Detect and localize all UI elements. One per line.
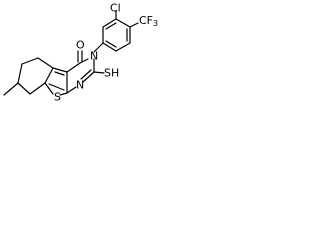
bond-ar5-ar6-inner bbox=[105, 40, 117, 48]
bond-c8-c8a bbox=[29, 82, 46, 95]
bond-ar2-ar3 bbox=[115, 18, 131, 28]
bond-c8a-c7a-inner bbox=[48, 83, 65, 91]
bond-ar1-ar2-inner bbox=[105, 22, 117, 30]
bond-c3a-c3b bbox=[52, 67, 68, 73]
bond-c2-sh bbox=[93, 71, 105, 74]
bonds bbox=[3, 10, 139, 96]
bond-c3a-c3b-double bbox=[54, 71, 65, 76]
bond-s-c7a bbox=[59, 92, 68, 96]
bond-c5-c6 bbox=[21, 57, 39, 65]
bond-ar6-n3 bbox=[93, 42, 104, 53]
bond-ar5-ar6 bbox=[102, 42, 117, 52]
chlorine-label: Cl bbox=[110, 2, 121, 15]
bond-c3b-c8a bbox=[44, 67, 54, 84]
bond-ar3-cf3 bbox=[129, 22, 139, 28]
nitrogen-n3-label: N bbox=[90, 50, 98, 63]
bond-c6-c7 bbox=[17, 63, 23, 84]
atom-labels: Cl CF3 O N SH N S bbox=[54, 2, 158, 104]
bond-c2-n1 bbox=[82, 71, 95, 83]
bond-c4-n3 bbox=[79, 58, 89, 64]
oxygen-label: O bbox=[76, 39, 85, 52]
bond-c3b-c5 bbox=[37, 57, 54, 69]
bond-ar1-ar2 bbox=[102, 18, 117, 28]
bond-c7-c8 bbox=[17, 82, 31, 95]
trifluoromethyl-subscript: 3 bbox=[153, 19, 158, 28]
thiol-label: SH bbox=[104, 67, 119, 80]
sulfur-thiophene-label: S bbox=[54, 91, 61, 104]
bond-c3a-c4 bbox=[66, 62, 81, 73]
chemical-structure-diagram: Cl CF3 O N SH N S bbox=[3, 2, 158, 104]
bond-c7-methyl bbox=[3, 82, 19, 96]
bond-c8a-s bbox=[44, 82, 54, 95]
nitrogen-n1-label: N bbox=[76, 79, 84, 92]
bond-c2-n1-double bbox=[80, 69, 92, 80]
bond-n1-c7a bbox=[66, 86, 77, 94]
trifluoromethyl-base: CF bbox=[139, 14, 153, 27]
trifluoromethyl-label: CF3 bbox=[139, 14, 158, 28]
bond-ar4-ar5 bbox=[115, 42, 131, 52]
